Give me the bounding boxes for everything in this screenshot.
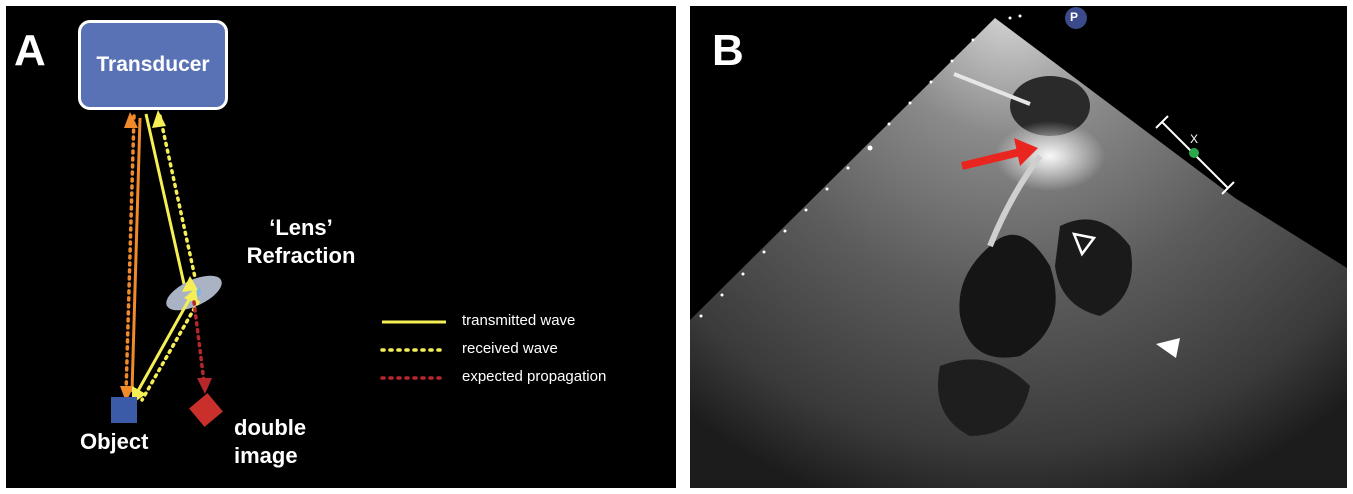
- panel-b-echocardiogram: B P X: [690, 6, 1347, 488]
- lens-label-line1: ‘Lens’: [246, 214, 356, 242]
- transducer-box: Transducer: [78, 20, 228, 110]
- panel-b-letter: B: [712, 26, 744, 76]
- expected-propagation-path: [194, 302, 204, 382]
- legend-item-received: received wave: [462, 340, 558, 357]
- panel-a-diagram: A Transducer ‘Lens’ Refraction Object do…: [6, 6, 676, 488]
- panel-a-letter: A: [14, 26, 46, 76]
- double-image-label: double image: [234, 414, 306, 470]
- object-marker: [111, 397, 137, 423]
- object-label: Object: [80, 428, 148, 456]
- yellow-received-path-lower: [142, 302, 198, 400]
- double-image-line2: image: [234, 442, 306, 470]
- echo-image: [690, 6, 1347, 488]
- scale-dot: [1189, 148, 1199, 158]
- lens-label-line2: Refraction: [246, 242, 356, 270]
- scale-label: X: [1190, 132, 1198, 146]
- expected-propagation-arrowhead: [197, 378, 212, 394]
- legend-item-transmitted: transmitted wave: [462, 312, 575, 329]
- orange-arrowhead-up: [124, 112, 138, 128]
- legend-item-expected: expected propagation: [462, 368, 606, 385]
- lens-refraction-label: ‘Lens’ Refraction: [246, 214, 356, 270]
- double-image-marker: [189, 393, 223, 427]
- double-image-line1: double: [234, 414, 306, 442]
- yellow-arrowhead-up: [152, 110, 166, 128]
- orientation-marker-label: P: [1070, 10, 1078, 24]
- yellow-transmitted-path-lower: [134, 298, 190, 398]
